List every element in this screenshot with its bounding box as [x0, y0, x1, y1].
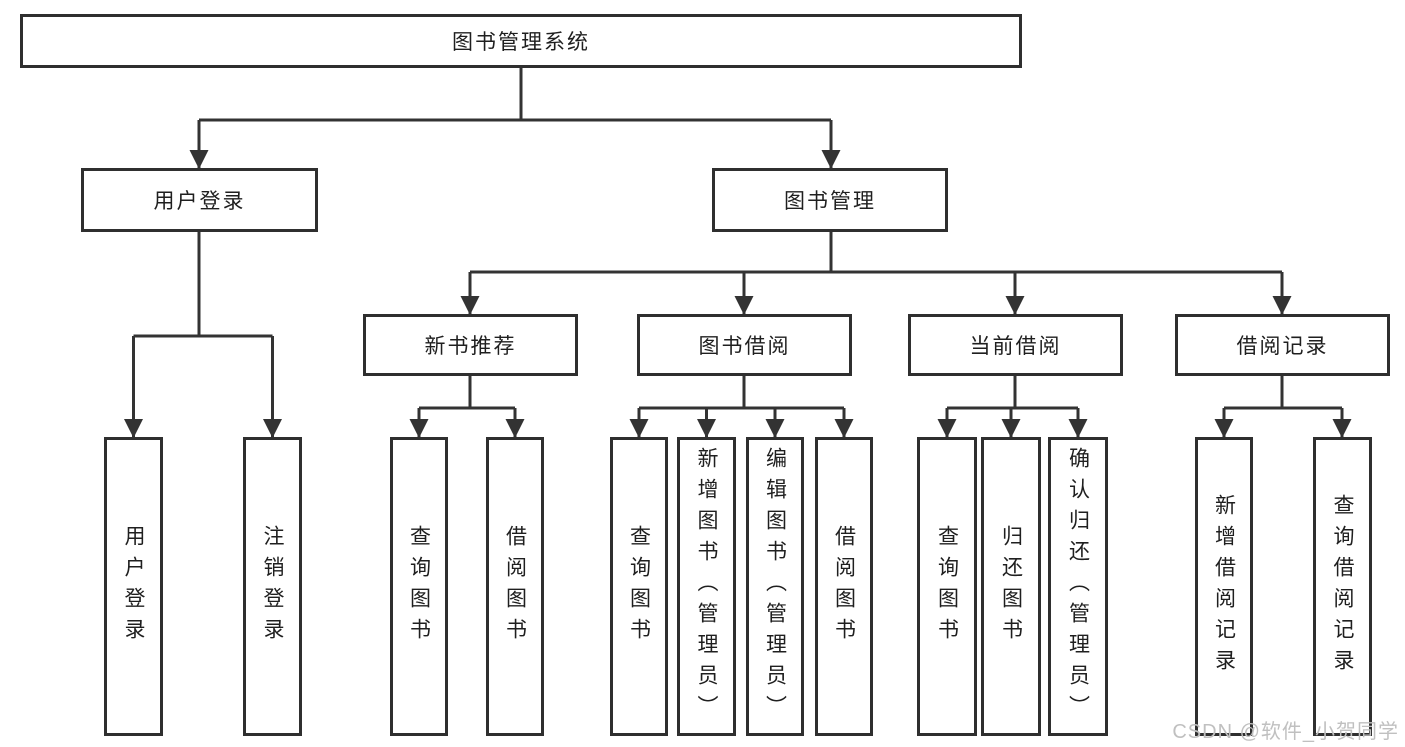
- leaf-query-books-2: 查询图书: [610, 437, 668, 736]
- leaf-logout: 注销登录: [243, 437, 302, 736]
- node-user-login: 用户登录: [81, 168, 318, 232]
- node-new-book-recommend: 新书推荐: [363, 314, 578, 376]
- node-book-management: 图书管理: [712, 168, 948, 232]
- leaf-add-borrow-record: 新增借阅记录: [1195, 437, 1253, 736]
- node-label: 查询图书: [935, 524, 959, 649]
- leaf-user-login: 用户登录: [104, 437, 163, 736]
- leaf-query-books-1: 查询图书: [390, 437, 448, 736]
- node-label: 编辑图书（管理员）: [763, 447, 787, 726]
- node-label: 借阅图书: [503, 524, 527, 649]
- leaf-borrow-books-1: 借阅图书: [486, 437, 544, 736]
- node-label: 新增图书（管理员）: [695, 447, 718, 726]
- node-label: 用户登录: [122, 524, 145, 649]
- leaf-confirm-return-admin: 确认归还（管理员）: [1048, 437, 1108, 736]
- leaf-add-book-admin: 新增图书（管理员）: [677, 437, 736, 736]
- node-label: 当前借阅: [969, 335, 1062, 358]
- node-label: 借阅图书: [832, 524, 856, 649]
- leaf-query-borrow-record: 查询借阅记录: [1313, 437, 1372, 736]
- node-label: 归还图书: [999, 524, 1023, 649]
- node-book-borrow: 图书借阅: [637, 314, 852, 376]
- leaf-edit-book-admin: 编辑图书（管理员）: [746, 437, 804, 736]
- leaf-query-books-3: 查询图书: [917, 437, 977, 736]
- node-label: 新书推荐: [424, 335, 517, 358]
- node-label: 注销登录: [261, 524, 284, 649]
- node-label: 查询图书: [407, 524, 431, 649]
- leaf-borrow-books-2: 借阅图书: [815, 437, 873, 736]
- node-label: 确认归还（管理员）: [1066, 447, 1090, 726]
- node-label: 借阅记录: [1236, 335, 1329, 358]
- node-label: 图书借阅: [698, 335, 791, 358]
- node-current-borrow: 当前借阅: [908, 314, 1123, 376]
- node-label: 图书管理: [784, 190, 876, 213]
- node-label: 查询图书: [627, 524, 651, 649]
- leaf-return-book: 归还图书: [981, 437, 1041, 736]
- node-label: 新增借阅记录: [1212, 493, 1236, 680]
- node-borrow-records: 借阅记录: [1175, 314, 1390, 376]
- node-label: 查询借阅记录: [1331, 493, 1354, 680]
- node-library-system: 图书管理系统: [20, 14, 1022, 68]
- node-label: 图书管理系统: [452, 31, 590, 54]
- watermark: CSDN @软件_小贺同学: [1172, 721, 1399, 743]
- node-label: 用户登录: [153, 190, 246, 213]
